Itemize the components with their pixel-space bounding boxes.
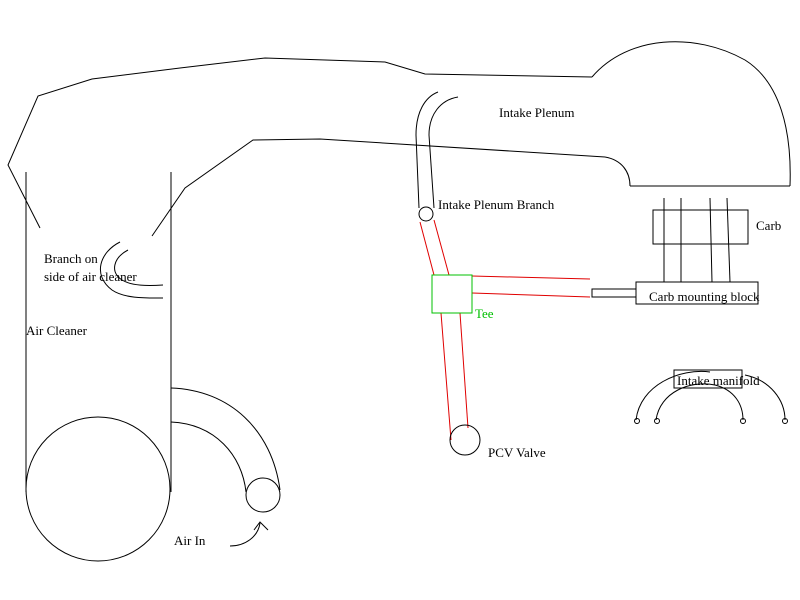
pcv-hoses	[419, 219, 591, 441]
branch-on-side-label-line2: side of air cleaner	[44, 269, 137, 284]
pcv-valve-icon	[449, 424, 481, 456]
branch-on-side-label-line1: Branch on	[44, 251, 98, 266]
intake-plenum-label: Intake Plenum	[499, 105, 575, 120]
intake-manifold-label: Intake manifold	[677, 373, 760, 388]
air-cleaner-label: Air Cleaner	[26, 323, 88, 338]
carb-label: Carb	[756, 218, 782, 233]
air-inlet-snorkel	[170, 387, 281, 547]
intake-plenum-branch-label: Intake Plenum Branch	[438, 197, 555, 212]
intake-manifold	[634, 369, 788, 424]
tee-label: Tee	[475, 306, 494, 321]
tee-fitting	[431, 274, 473, 314]
carburetor	[652, 197, 749, 283]
intake-plenum-outline	[7, 41, 791, 237]
pcv-valve-label: PCV Valve	[488, 445, 546, 460]
carb-mounting-block	[591, 281, 759, 305]
intake-plenum-branch	[415, 91, 459, 222]
air-in-label: Air In	[174, 533, 206, 548]
air-cleaner	[25, 172, 172, 562]
carb-mounting-block-label: Carb mounting block	[649, 289, 760, 304]
